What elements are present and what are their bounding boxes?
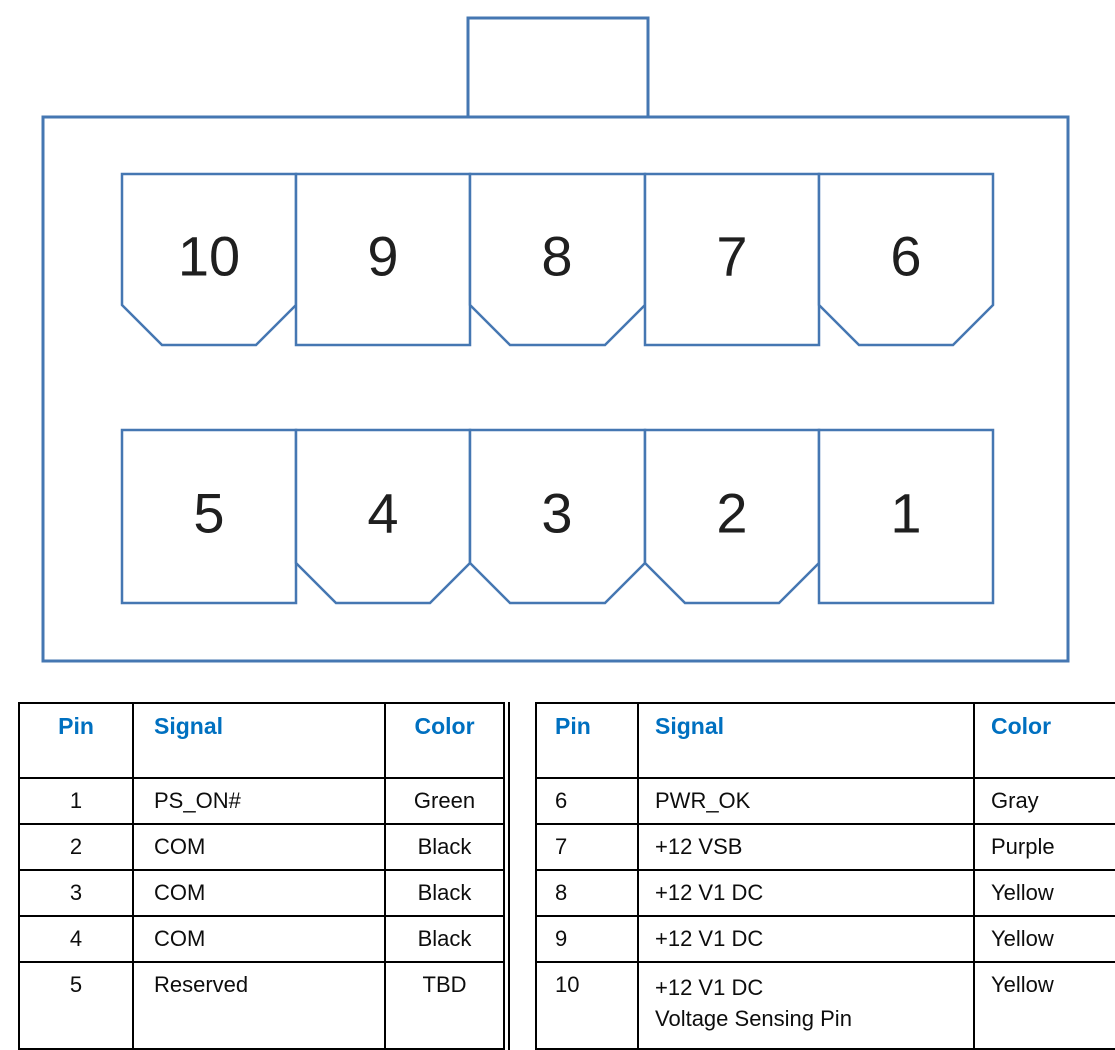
header-pin: Pin bbox=[18, 702, 134, 779]
color-cell: Gray bbox=[973, 777, 1115, 825]
pin-number-8: 8 bbox=[541, 225, 572, 288]
pin-number-10: 10 bbox=[178, 225, 240, 288]
color-cell: Black bbox=[384, 869, 505, 917]
table-divider-line bbox=[508, 702, 510, 1050]
pin-number-6: 6 bbox=[890, 225, 921, 288]
pinout-table-left: Pin Signal Color 1 PS_ON# Green 2 COM Bl… bbox=[18, 702, 505, 1050]
header-signal: Signal bbox=[132, 702, 386, 779]
table-row: 8 +12 V1 DC Yellow bbox=[535, 869, 1115, 917]
table-header-row: Pin Signal Color bbox=[535, 702, 1115, 779]
pin-cell: 2 bbox=[18, 823, 134, 871]
pin-cell: 9 bbox=[535, 915, 639, 963]
pin-number-9: 9 bbox=[367, 225, 398, 288]
pin-cell: 10 bbox=[535, 961, 639, 1050]
table-row: 9 +12 V1 DC Yellow bbox=[535, 915, 1115, 963]
pin-number-2: 2 bbox=[716, 482, 747, 545]
pin-number-1: 1 bbox=[890, 482, 921, 545]
signal-cell: +12 VSB bbox=[637, 823, 975, 871]
pinout-table-right: Pin Signal Color 6 PWR_OK Gray 7 +12 VSB… bbox=[535, 702, 1115, 1050]
pin-cell: 6 bbox=[535, 777, 639, 825]
pin-number-7: 7 bbox=[716, 225, 747, 288]
pin-number-5: 5 bbox=[193, 482, 224, 545]
color-cell: Yellow bbox=[973, 869, 1115, 917]
pin-cell: 7 bbox=[535, 823, 639, 871]
table-row: 3 COM Black bbox=[18, 869, 505, 917]
pin-cell: 5 bbox=[18, 961, 134, 1050]
header-color: Color bbox=[973, 702, 1115, 779]
header-color: Color bbox=[384, 702, 505, 779]
header-pin: Pin bbox=[535, 702, 639, 779]
signal-line-2: Voltage Sensing Pin bbox=[655, 1006, 852, 1031]
table-row: 7 +12 VSB Purple bbox=[535, 823, 1115, 871]
table-row: 2 COM Black bbox=[18, 823, 505, 871]
color-cell: TBD bbox=[384, 961, 505, 1050]
pin-cell: 4 bbox=[18, 915, 134, 963]
signal-cell: PWR_OK bbox=[637, 777, 975, 825]
table-header-row: Pin Signal Color bbox=[18, 702, 505, 779]
color-cell: Purple bbox=[973, 823, 1115, 871]
signal-cell: Reserved bbox=[132, 961, 386, 1050]
signal-cell: COM bbox=[132, 823, 386, 871]
signal-cell: PS_ON# bbox=[132, 777, 386, 825]
pin-cell: 1 bbox=[18, 777, 134, 825]
color-cell: Yellow bbox=[973, 961, 1115, 1050]
table-row: 5 Reserved TBD bbox=[18, 961, 505, 1050]
connector-latch-tab bbox=[466, 16, 650, 119]
pin-cell: 8 bbox=[535, 869, 639, 917]
pin-cavity-1 bbox=[817, 428, 995, 605]
pin-cell: 3 bbox=[18, 869, 134, 917]
pin-cavity-9 bbox=[294, 172, 472, 347]
table-row: 1 PS_ON# Green bbox=[18, 777, 505, 825]
color-cell: Green bbox=[384, 777, 505, 825]
color-cell: Black bbox=[384, 823, 505, 871]
table-row: 6 PWR_OK Gray bbox=[535, 777, 1115, 825]
signal-cell: COM bbox=[132, 869, 386, 917]
table-row: 10 +12 V1 DC Voltage Sensing Pin Yellow bbox=[535, 961, 1115, 1050]
pinout-table-area: Pin Signal Color 1 PS_ON# Green 2 COM Bl… bbox=[18, 702, 1115, 1050]
pin-number-3: 3 bbox=[541, 482, 572, 545]
table-row: 4 COM Black bbox=[18, 915, 505, 963]
signal-cell: +12 V1 DC bbox=[637, 869, 975, 917]
signal-cell: +12 V1 DC bbox=[637, 915, 975, 963]
header-signal: Signal bbox=[637, 702, 975, 779]
table-gap-right bbox=[510, 702, 535, 1050]
signal-cell: +12 V1 DC Voltage Sensing Pin bbox=[637, 961, 975, 1050]
color-cell: Black bbox=[384, 915, 505, 963]
connector-diagram: 10 9 8 7 6 5 4 3 2 1 bbox=[41, 16, 1070, 663]
signal-line-1: +12 V1 DC bbox=[655, 975, 764, 1000]
pin-cavity-6 bbox=[817, 172, 995, 347]
color-cell: Yellow bbox=[973, 915, 1115, 963]
pin-number-4: 4 bbox=[367, 482, 398, 545]
signal-cell: COM bbox=[132, 915, 386, 963]
